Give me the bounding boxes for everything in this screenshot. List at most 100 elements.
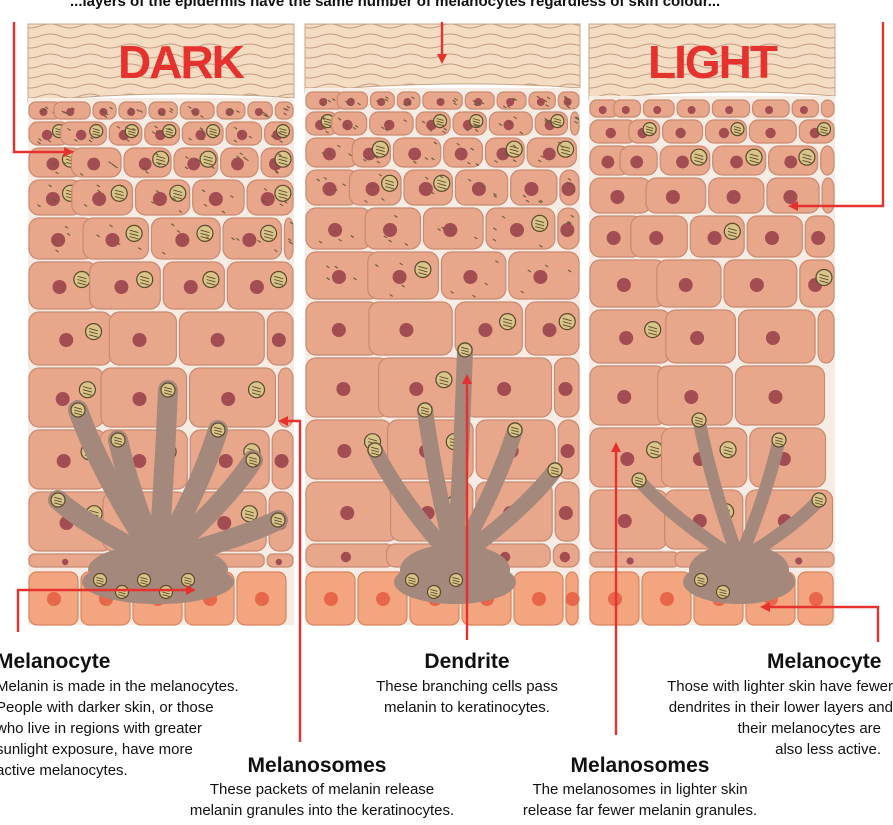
melanosome [271,513,285,527]
nucleus [276,559,282,565]
melanosome [436,372,452,388]
dark-column-title: DARK [118,36,245,88]
melanosome [434,115,447,128]
nucleus [766,331,780,345]
nucleus [51,233,65,247]
nucleus [750,278,764,292]
light-skin-column [589,24,835,625]
melanosome [816,270,832,286]
nucleus [217,516,231,530]
melanosome [746,149,762,165]
melanosome [818,123,831,136]
melanosome [111,433,125,447]
melanosome [275,185,291,201]
melanosome [415,262,431,278]
text-line: also less active. [610,739,893,760]
melanosome [203,272,219,288]
melanosome [643,123,656,136]
nucleus [332,323,346,337]
melanosome [406,574,419,587]
nucleus [443,223,457,237]
nucleus [209,192,223,206]
nucleus [87,158,100,171]
nucleus [620,452,634,466]
melanosomes-light-text: The melanosomes in lighter skin release … [500,779,780,821]
nucleus [725,106,733,114]
nucleus [105,233,119,247]
melanosome [163,125,176,138]
nucleus [730,156,743,169]
melanosome [731,123,744,136]
melanosome [470,115,483,128]
nucleus [560,552,570,562]
melanosome [647,442,663,458]
nucleus [688,106,696,114]
nucleus [341,552,351,562]
melanosome [551,115,564,128]
nucleus [559,506,573,520]
nucleus [472,182,486,196]
nucleus [562,182,576,196]
nucleus [153,192,167,206]
melanosome [500,314,516,330]
nucleus [783,190,797,204]
nucleus [765,106,773,114]
keratinocyte [821,100,834,117]
nucleus [463,270,477,284]
nucleus [114,280,128,294]
melanocyte-light-text: Those with lighter skin have fewer dendr… [610,676,893,760]
nucleus [626,557,633,564]
nucleus [607,231,621,245]
nucleus [800,106,808,114]
basal-nucleus [376,592,390,606]
basal-nucleus [324,592,338,606]
nucleus [408,148,421,161]
nucleus [795,557,802,564]
melanosome [772,433,786,447]
melanosome [382,175,398,191]
melanosome [160,586,173,599]
melanosome [74,272,90,288]
melanosome [161,383,175,397]
nucleus [617,278,631,292]
nucleus [622,106,630,114]
nucleus [56,392,70,406]
nucleus [399,323,413,337]
basal-nucleus [809,592,823,606]
nucleus [537,98,545,106]
light-column-title: LIGHT [648,36,778,88]
nucleus [542,323,556,337]
melanosome [126,225,142,241]
nucleus [478,323,492,337]
melanocyte-light-title: Melanocyte [767,650,881,674]
nucleus [332,270,346,284]
melanosome [261,225,277,241]
melanosome [691,149,707,165]
nucleus [231,158,244,171]
nucleus [455,148,468,161]
nucleus [195,130,205,140]
nucleus [560,223,574,237]
nucleus [347,98,355,106]
melanosome [138,574,151,587]
nucleus [768,390,782,404]
text-line: Melanin is made in the melanocytes. [0,676,286,697]
melanosome [277,125,290,138]
melanosome [71,403,85,417]
nucleus [543,148,556,161]
nucleus [811,231,825,245]
melanosome [246,453,260,467]
nucleus [184,280,198,294]
nucleus [419,182,433,196]
nucleus [690,331,704,345]
melanosome [94,574,107,587]
text-line: The melanosomes in lighter skin [500,779,780,800]
melanosome [720,442,736,458]
melanosome [418,403,432,417]
nucleus [727,190,741,204]
nucleus [653,106,661,114]
dark-skin-column [28,24,294,625]
melanosome [86,324,102,340]
melanosomes-dark-text: These packets of melanin release melanin… [172,779,472,821]
nucleus [275,454,289,468]
